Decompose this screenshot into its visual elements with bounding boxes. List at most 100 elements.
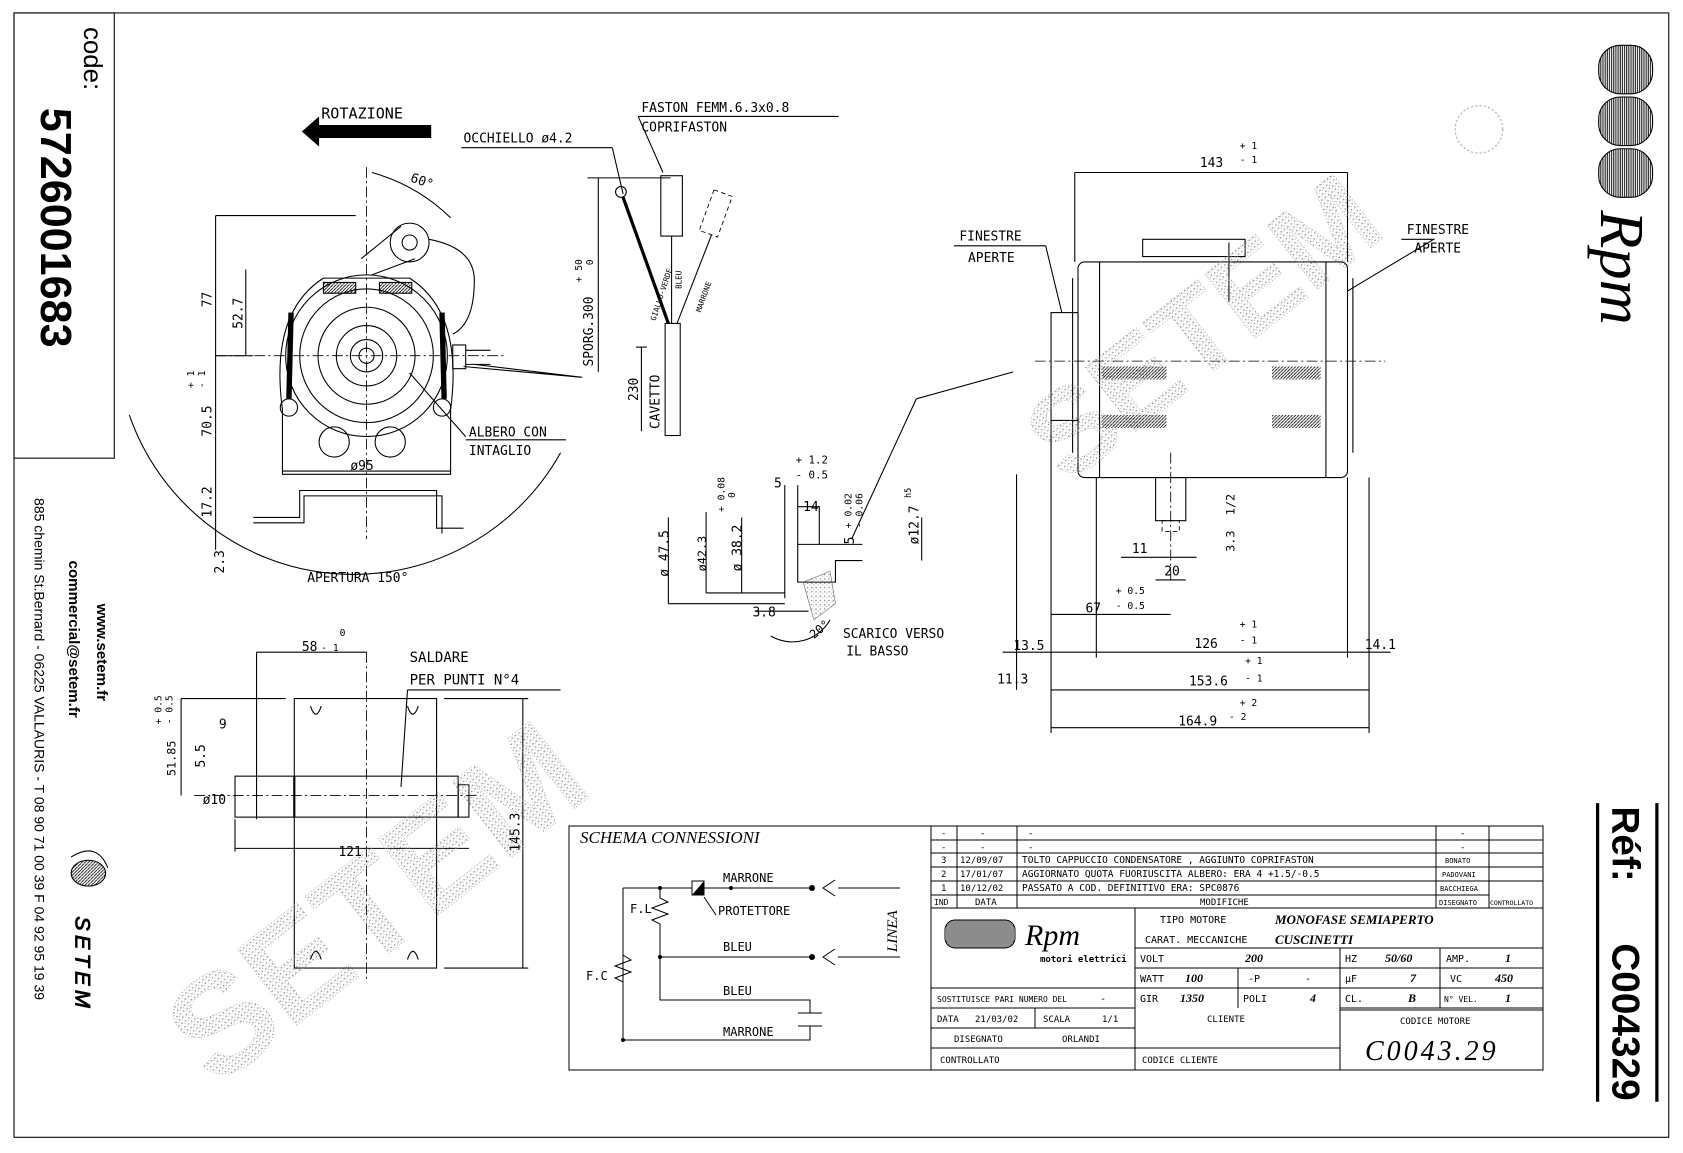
table-cell: PADOVANI [1442, 871, 1476, 879]
reference-box: Réf: C004329 [1595, 803, 1659, 1102]
windows-label-2: APERTE [968, 251, 1015, 266]
amp-label: AMP. [1446, 954, 1470, 965]
motor-type-label: TIPO MOTORE [1160, 915, 1226, 926]
coil-logo-icon [944, 919, 1016, 949]
company-info: www.setem.fr commercial@setem.fr 885 che… [31, 498, 110, 1012]
drain-label-2: IL BASSO [846, 644, 908, 659]
dim-20: 20 [1164, 565, 1180, 580]
registered-mark-icon [1454, 105, 1504, 154]
tol: - 1 [1245, 673, 1263, 684]
windows-label: FINESTRE [959, 229, 1021, 244]
class-label: CL. [1345, 994, 1363, 1005]
date-value: 21/03/02 [975, 1015, 1018, 1025]
coil-logo-icon [1598, 44, 1654, 198]
table-cell: - [1460, 829, 1465, 839]
class-value: B [1407, 991, 1416, 1005]
dim-9: 9 [219, 718, 227, 733]
tol-minus: - 1 [197, 370, 208, 388]
wire-bleu-label-2: BLEU [723, 984, 752, 998]
dim-58: 58 [302, 640, 318, 655]
p-label: -P [1248, 974, 1260, 985]
watt-label: WATT [1140, 974, 1164, 985]
windows-label: FINESTRE [1407, 223, 1469, 238]
tol: - 0.06 [854, 493, 865, 528]
wire-marrone-label-2: MARRONE [723, 1025, 774, 1039]
table-cell: BONATO [1445, 857, 1470, 865]
dim-67: 67 [1086, 601, 1102, 616]
uf-label: µF [1345, 974, 1357, 985]
scale-label: SCALA [1043, 1015, 1071, 1025]
table-cell: PASSATO A COD. DEFINITIVO ERA: SPC0876 [1022, 883, 1240, 894]
wire-bleu-label: BLEU [723, 940, 752, 954]
side-view: 143 + 1 - 1 FINESTRE APERTE FINESTRE APE… [954, 141, 1469, 734]
table-cell: BACCHIEGA [1440, 885, 1479, 893]
dim-3-8: 3.8 [752, 606, 775, 621]
shaft-detail: 5 + 1.2 - 0.5 14 + 0.02 - 0.06 5 ø12.7 h… [657, 371, 1014, 659]
client-label: CLIENTE [1207, 1015, 1245, 1025]
speeds-label: N° VEL. [1444, 995, 1478, 1004]
table-cell: 1 [941, 884, 946, 894]
revision-row: ---- [941, 829, 1465, 839]
capacitor-icon [798, 1012, 822, 1027]
date-label: DATA [937, 1015, 959, 1025]
dim-143: 143 [1200, 156, 1223, 171]
replaces-label: SOSTITUISCE PARI NUMERO DEL [937, 995, 1067, 1004]
tol: - 0.5 [1116, 601, 1145, 612]
vc-value: 450 [1494, 971, 1513, 985]
table-cell: AGGIORNATO QUOTA FUORIUSCITA ALBERO: ERA… [1022, 869, 1319, 880]
protrusion-tol-plus: + 50 [574, 259, 585, 282]
fc-label: F.C [586, 969, 608, 983]
tol: - 1 [321, 643, 339, 654]
table-cell: TOLTO CAPPUCCIO CONDENSATORE , AGGIUNTO … [1022, 855, 1314, 866]
dim-153-6: 153.6 [1189, 675, 1228, 690]
schema-title: SCHEMA CONNESSIONI [580, 828, 761, 847]
mech-label: CARAT. MECCANICHE [1145, 935, 1247, 946]
tol: + 1 [1240, 619, 1258, 630]
shaft-label-2: INTAGLIO [469, 444, 531, 459]
table-cell: - [1028, 829, 1033, 839]
dim-5: 5 [774, 476, 782, 491]
table-cell: CONTROLLATO [1490, 899, 1533, 907]
table-cell: MODIFICHE [1200, 898, 1249, 908]
table-cell: - [941, 843, 946, 853]
dim-52-7: 52.7 [232, 298, 247, 329]
dim-77: 77 [200, 292, 215, 308]
rotation-label: ROTAZIONE [321, 105, 403, 123]
email: commercial@setem.fr [65, 561, 82, 718]
tol: + 1 [1245, 656, 1263, 667]
scale-value: 1/1 [1102, 1015, 1118, 1025]
tol: + 0.02 [844, 493, 855, 528]
dim-12-7: ø12.7 [907, 505, 922, 544]
ring-terminal-label: OCCHIELLO ø4.2 [464, 131, 573, 146]
dim-2-3: 2.3 [213, 550, 228, 573]
dim-14-1: 14.1 [1365, 638, 1396, 653]
setem-brand: SETEM [70, 916, 95, 1012]
watermark: SETEM [137, 692, 614, 1113]
weld-label: SALDARE [410, 650, 469, 666]
table-cell: DATA [975, 898, 997, 908]
table-cell: 10/12/02 [960, 884, 1003, 894]
dim-13-5: 13.5 [1013, 639, 1044, 654]
rpm-brand: Rpm [1587, 209, 1657, 325]
tol: + 1.2 [796, 454, 828, 467]
table-cell: - [1460, 843, 1465, 853]
address: 885 chemin St.Bernard - 06225 VALLAURIS … [31, 498, 47, 1000]
replaces-value: - [1100, 994, 1106, 1005]
connection-schema: SCHEMA CONNESSIONI MARRONE PROTETTORE F.… [568, 825, 932, 1071]
watermark: SETEM [1002, 150, 1405, 506]
tol: - 2 [1229, 712, 1247, 723]
p-value: - [1305, 974, 1311, 985]
table-cell: 12/09/07 [960, 856, 1003, 866]
volt-label: VOLT [1140, 954, 1164, 965]
code-value: 5726001683 [31, 108, 79, 348]
dim-11: 11 [1132, 542, 1148, 557]
wire-marrone-label: MARRONE [723, 871, 774, 885]
faston-cover-label: COPRIFASTON [641, 121, 727, 136]
dim-145-3: 145.3 [509, 813, 524, 852]
dim-47-5: ø 47.5 [657, 530, 672, 577]
dim-42-3: ø42.3 [695, 536, 709, 572]
dim-17-2: 17.2 [200, 486, 215, 517]
